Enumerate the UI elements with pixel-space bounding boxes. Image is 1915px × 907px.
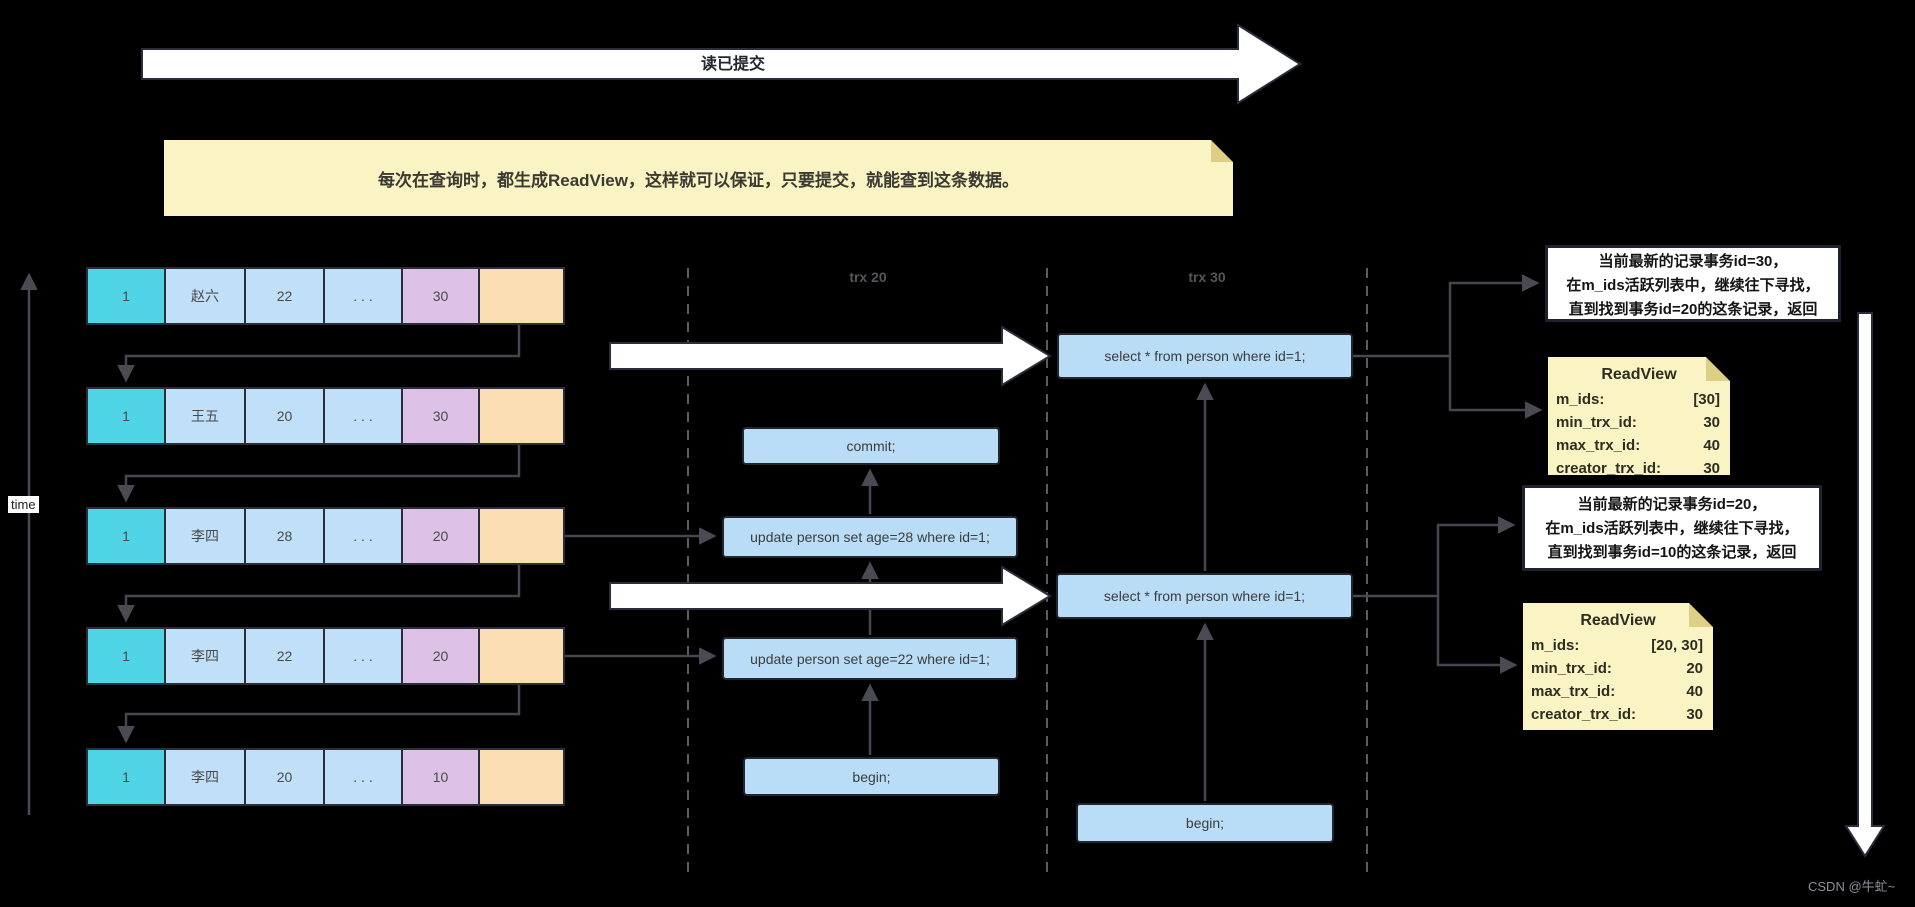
readview-note-bottom: ReadView m_ids: [20, 30] min_trx_id: 20 ma… xyxy=(1523,603,1713,730)
rollback-link-2 xyxy=(117,445,521,503)
annotation-box-top: 当前最新的记录事务id=30， 在m_ids活跃列表中，继续往下寻找， 直到找到… xyxy=(1545,245,1841,322)
time-axis-label: time xyxy=(8,496,39,513)
annotation-line: 直到找到事务id=20的这条记录，返回 xyxy=(1568,301,1818,318)
cell-age: 20 xyxy=(246,750,325,804)
field-value: 30 xyxy=(1703,414,1720,431)
field-value: 30 xyxy=(1686,706,1703,723)
cell-ellipsis: . . . xyxy=(325,629,403,683)
cell-age: 22 xyxy=(246,629,325,683)
cell-ellipsis: . . . xyxy=(325,269,403,323)
field-value: [30] xyxy=(1693,391,1720,408)
annotation-line: 当前最新的记录事务id=30， xyxy=(1598,253,1788,270)
field-label: max_trx_id: xyxy=(1556,437,1641,454)
watermark: CSDN @牛虻~ xyxy=(1808,879,1896,894)
readview-title: ReadView xyxy=(1580,612,1656,629)
select1-to-annotation-arrow xyxy=(1448,274,1540,356)
field-label: max_trx_id: xyxy=(1531,683,1616,700)
cell-age: 20 xyxy=(246,389,325,443)
readview-explanation-text: 每次在查询时，都生成ReadView，这样就可以保证，只要提交，就能查到这条数据… xyxy=(377,170,1019,190)
field-value: 40 xyxy=(1703,437,1720,454)
field-value: 40 xyxy=(1686,683,1703,700)
cell-roll-ptr xyxy=(480,509,563,563)
cell-name: 王五 xyxy=(166,389,246,443)
isolation-level-label: 读已提交 xyxy=(700,56,765,73)
field-label: creator_trx_id: xyxy=(1531,706,1637,723)
query-flow-arrow-1 xyxy=(609,325,1052,387)
stmt-commit: commit; xyxy=(742,427,1000,465)
field-value: 20 xyxy=(1686,660,1703,677)
cell-name: 赵六 xyxy=(166,269,246,323)
cell-trx-id: 30 xyxy=(403,389,480,443)
select2-to-annotation-arrow xyxy=(1436,516,1516,596)
cell-trx-id: 20 xyxy=(403,509,480,563)
annotation-line: 直到找到事务id=10的这条记录，返回 xyxy=(1547,544,1797,561)
field-label: min_trx_id: xyxy=(1556,414,1637,431)
cell-id: 1 xyxy=(88,389,166,443)
annotation-line: 在m_ids活跃列表中，继续往下寻找， xyxy=(1566,277,1820,294)
read-committed-arrow xyxy=(141,23,1302,105)
cell-age: 28 xyxy=(246,509,325,563)
trx20-column-header: trx 20 xyxy=(849,269,887,285)
version-row-2: 1 王五 20 . . . 30 xyxy=(86,387,565,445)
annotation-box-bottom: 当前最新的记录事务id=20， 在m_ids活跃列表中，继续往下寻找， 直到找到… xyxy=(1522,485,1822,571)
cell-trx-id: 20 xyxy=(403,629,480,683)
field-label: m_ids: xyxy=(1556,391,1605,408)
stmt-update-age28: update person set age=28 where id=1; xyxy=(722,516,1018,558)
cell-roll-ptr xyxy=(480,750,563,804)
cell-ellipsis: . . . xyxy=(325,389,403,443)
readview-note-top: ReadView m_ids: [30] min_trx_id: 30 max_tr… xyxy=(1548,357,1730,477)
version-row-1: 1 赵六 22 . . . 30 xyxy=(86,267,565,325)
cell-age: 22 xyxy=(246,269,325,323)
cell-id: 1 xyxy=(88,269,166,323)
field-value: [20, 30] xyxy=(1651,637,1703,654)
cell-id: 1 xyxy=(88,750,166,804)
query-flow-arrow-2 xyxy=(609,565,1052,627)
cell-name: 李四 xyxy=(166,629,246,683)
timeline-down-arrow xyxy=(1844,312,1886,858)
cell-roll-ptr xyxy=(480,629,563,683)
annotation-line: 当前最新的记录事务id=20， xyxy=(1577,496,1767,513)
version-row-4: 1 李四 22 . . . 20 xyxy=(86,627,565,685)
cell-trx-id: 30 xyxy=(403,269,480,323)
cell-roll-ptr xyxy=(480,269,563,323)
annotation-line: 在m_ids活跃列表中，继续往下寻找， xyxy=(1545,520,1799,537)
field-label: m_ids: xyxy=(1531,637,1580,654)
field-value: 30 xyxy=(1703,460,1720,477)
readview-title: ReadView xyxy=(1601,366,1677,383)
field-label: min_trx_id: xyxy=(1531,660,1612,677)
rollback-link-4 xyxy=(117,685,521,744)
cell-roll-ptr xyxy=(480,389,563,443)
select1-to-readview-arrow xyxy=(1448,356,1543,419)
field-label: creator_trx_id: xyxy=(1556,460,1662,477)
version-row-5: 1 李四 20 . . . 10 xyxy=(86,748,565,806)
stmt-select-bottom: select * from person where id=1; xyxy=(1056,573,1353,619)
cell-ellipsis: . . . xyxy=(325,750,403,804)
rollback-link-1 xyxy=(117,325,521,383)
trx30-column-header: trx 30 xyxy=(1188,269,1226,285)
stmt-begin-trx20: begin; xyxy=(743,757,1000,796)
cell-id: 1 xyxy=(88,629,166,683)
note-fold-corner xyxy=(1211,140,1233,162)
rollback-link-3 xyxy=(117,565,521,623)
stmt-begin-trx30: begin; xyxy=(1076,803,1334,843)
cell-id: 1 xyxy=(88,509,166,563)
select2-to-readview-arrow xyxy=(1436,596,1518,674)
stmt-update-age22: update person set age=22 where id=1; xyxy=(722,637,1018,680)
cell-name: 李四 xyxy=(166,750,246,804)
cell-trx-id: 10 xyxy=(403,750,480,804)
note-fold-corner xyxy=(1706,357,1730,381)
cell-name: 李四 xyxy=(166,509,246,563)
readview-explanation-note: 每次在查询时，都生成ReadView，这样就可以保证，只要提交，就能查到这条数据… xyxy=(164,140,1233,216)
cell-ellipsis: . . . xyxy=(325,509,403,563)
note-fold-corner xyxy=(1689,603,1713,627)
version-row-3: 1 李四 28 . . . 20 xyxy=(86,507,565,565)
stmt-select-top: select * from person where id=1; xyxy=(1057,333,1353,379)
